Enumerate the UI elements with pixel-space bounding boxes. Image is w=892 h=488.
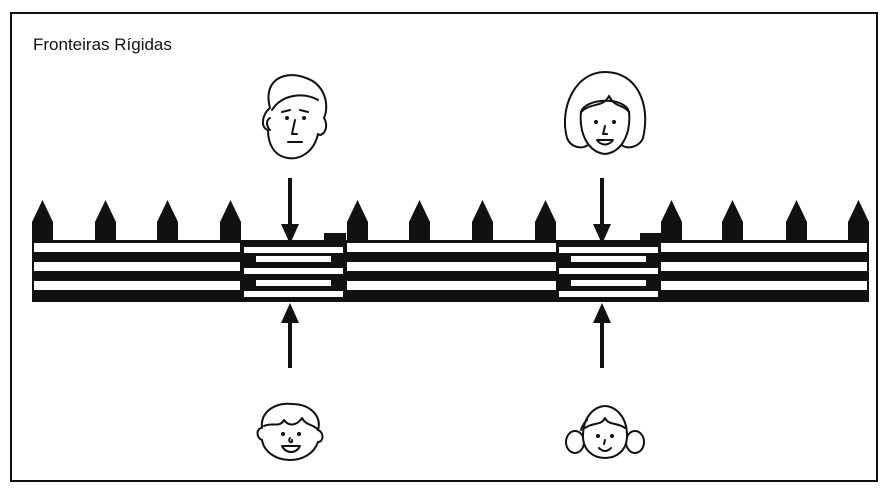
fence-rail — [661, 281, 867, 290]
fence-gate-slat — [244, 291, 343, 297]
fence-gate-slat — [256, 256, 331, 262]
fence-gate-slat — [244, 247, 343, 253]
fence-gate-slat — [571, 256, 646, 262]
fence-gate-cap — [640, 233, 662, 242]
fence-gate-cap — [324, 233, 346, 242]
arrow-up-left — [281, 303, 299, 368]
fence-gate-slat — [559, 247, 658, 253]
fence-gate-slat — [559, 291, 658, 297]
arrow-down-right — [593, 178, 611, 244]
arrow-up-right — [593, 303, 611, 368]
fence-rail — [661, 262, 867, 271]
adult-woman-face-icon — [563, 71, 647, 155]
fence-gate-slat — [571, 280, 646, 286]
adult-man-face-icon — [262, 74, 328, 160]
fence-gate-slat — [244, 268, 343, 274]
fence-rail — [347, 262, 556, 271]
arrow-down-left — [281, 178, 299, 244]
fence — [32, 200, 869, 302]
fence-rail — [661, 243, 867, 252]
fence-rail — [34, 262, 240, 271]
fence-rail — [34, 243, 240, 252]
fence-gate-slat — [256, 280, 331, 286]
fence-rail — [347, 243, 556, 252]
boy-face-icon — [256, 402, 324, 461]
girl-face-icon — [565, 405, 645, 459]
fence-rail — [34, 281, 240, 290]
fence-rail — [347, 281, 556, 290]
diagram-title: Fronteiras Rígidas — [33, 35, 172, 54]
fence-gate-slat — [559, 268, 658, 274]
